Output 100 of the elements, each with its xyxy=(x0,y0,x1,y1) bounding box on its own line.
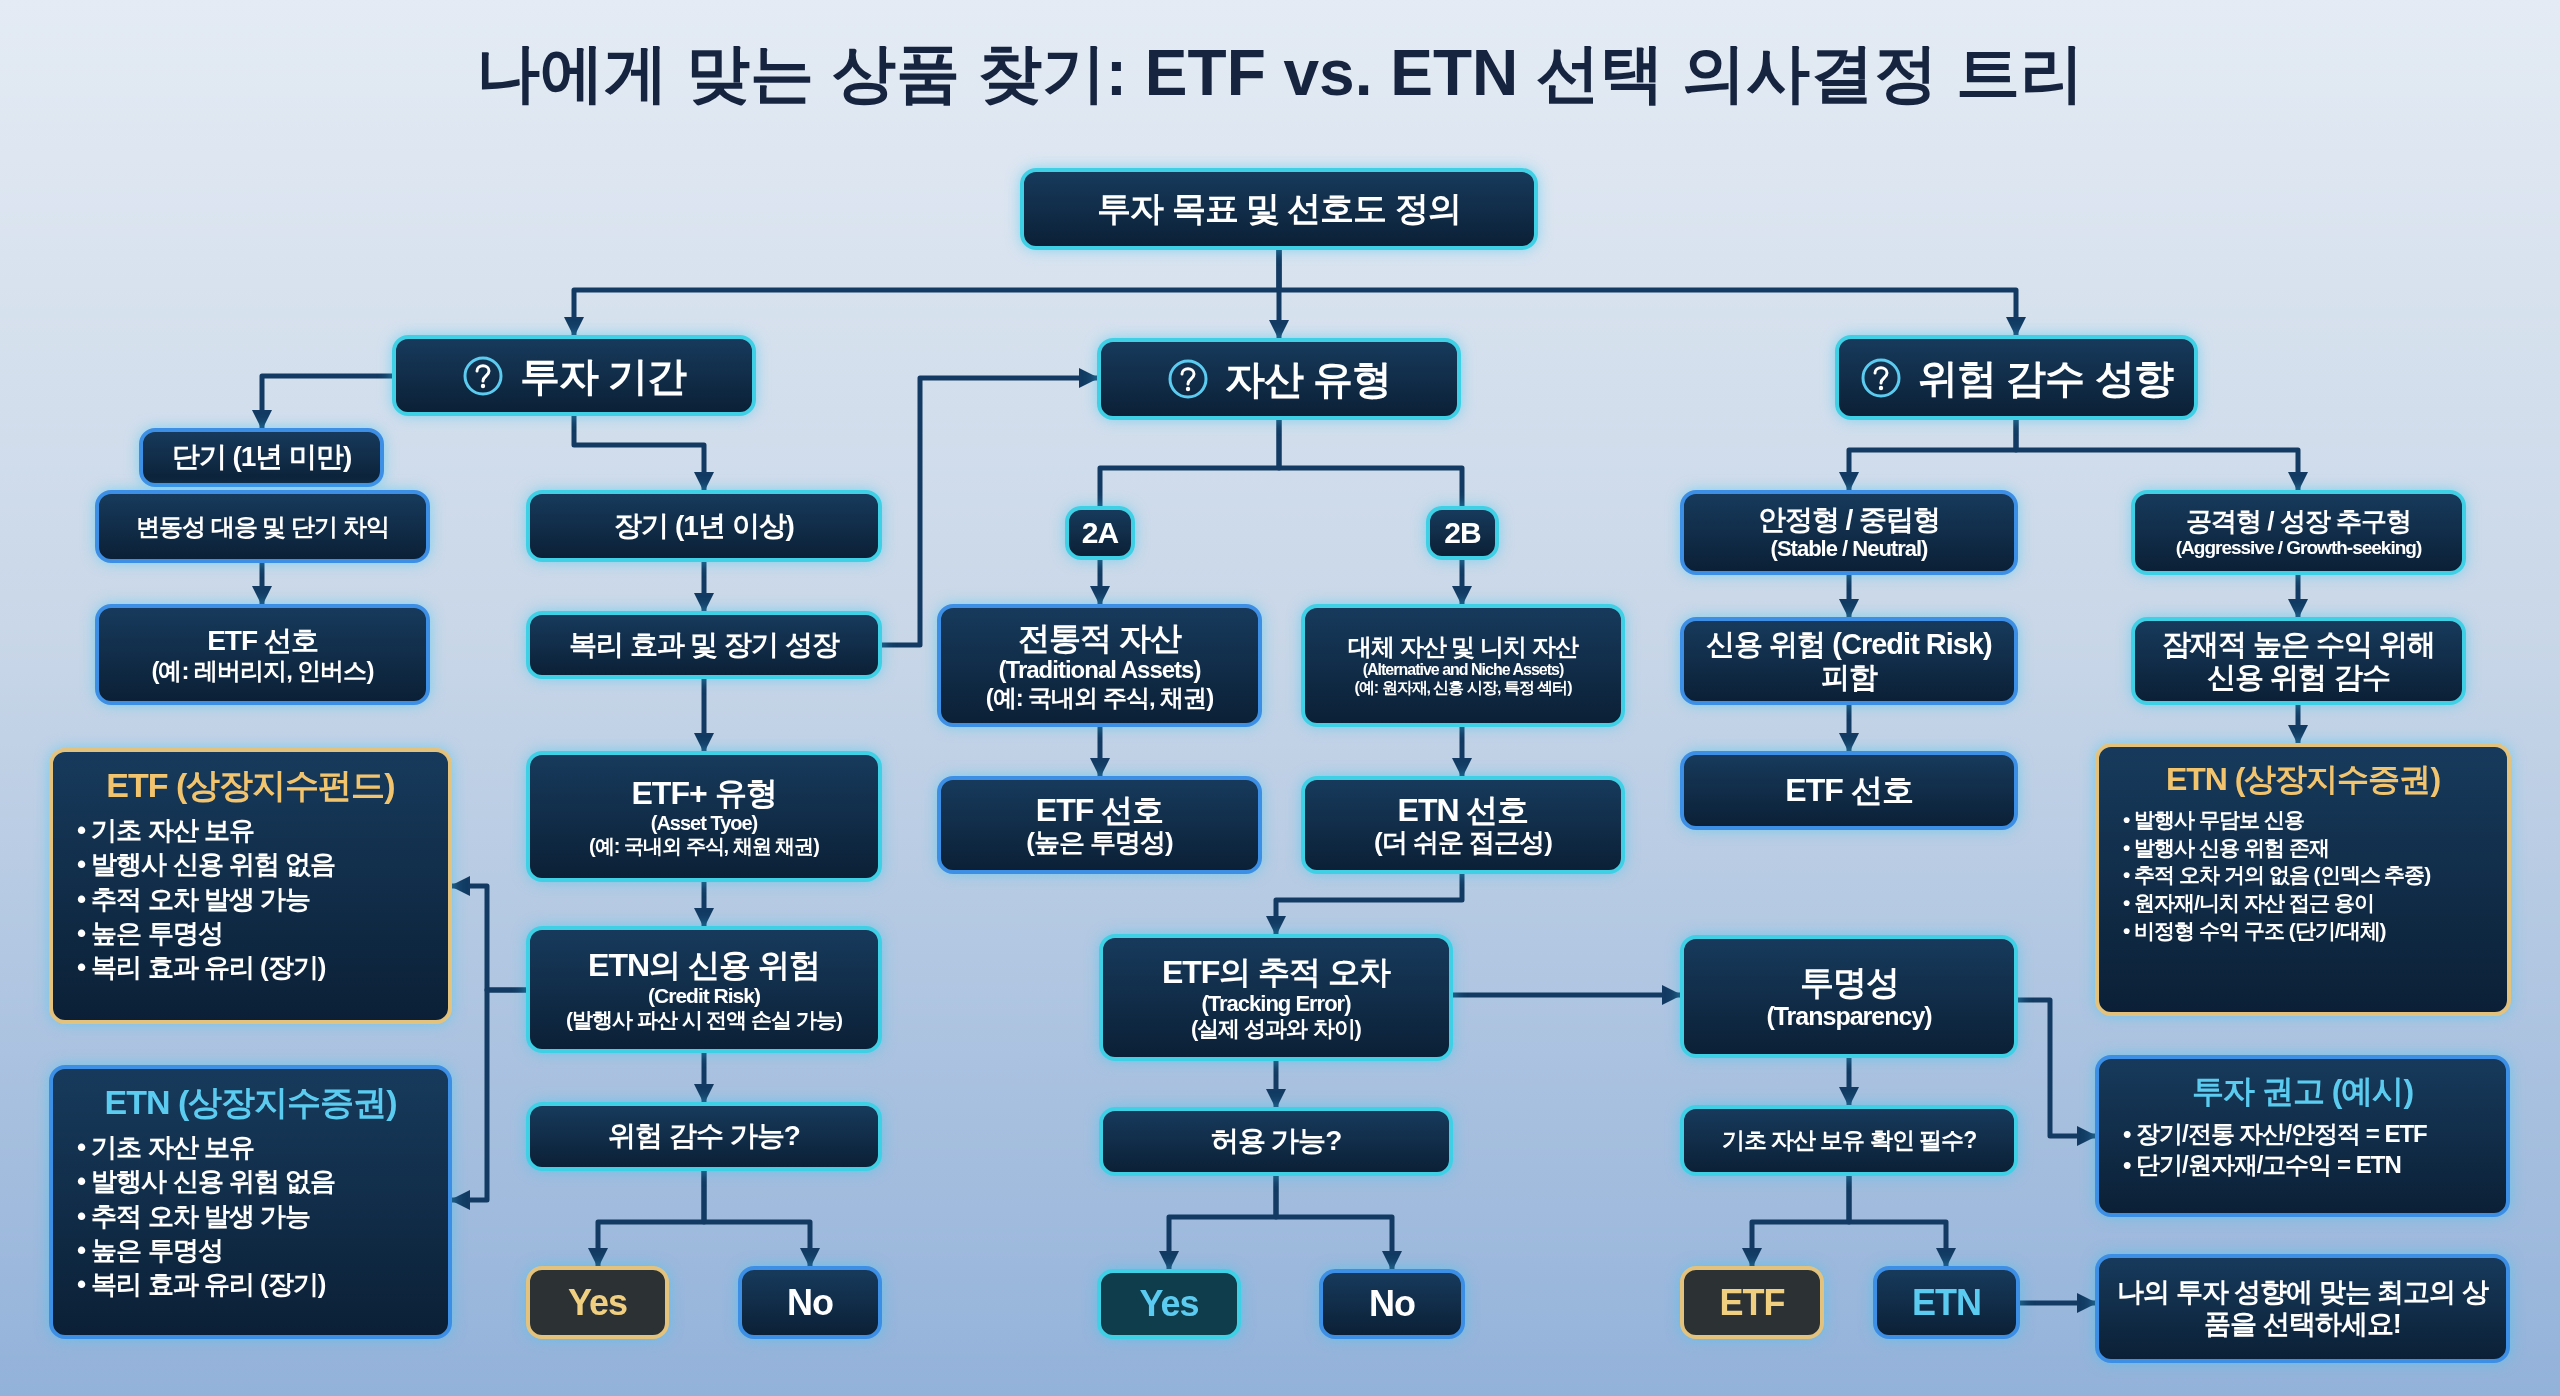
question-box xyxy=(1835,335,2198,420)
arrow xyxy=(694,882,714,928)
box-label: ETN 선호 xyxy=(1396,791,1530,829)
box-label: ETF+ 유형 xyxy=(630,775,778,812)
connector-line xyxy=(1276,420,1465,506)
box-subtitle: (Credit Risk) xyxy=(647,983,761,1008)
arrow xyxy=(1839,705,1859,753)
arrow xyxy=(1273,1176,1402,1271)
arrow xyxy=(2018,997,2097,1146)
question-box xyxy=(1097,338,1461,420)
answer-label: No xyxy=(786,1281,834,1324)
card-heading: ETN (상장지수증권) xyxy=(2165,761,2441,798)
arrow xyxy=(1090,560,1110,606)
box-subtitle: (예: 레버리지, 인버스) xyxy=(150,656,375,685)
process-box xyxy=(1680,935,2018,1058)
process-box xyxy=(1301,604,1625,727)
box-label: 변동성 대응 및 단기 차익 xyxy=(135,512,390,541)
box-label: ETF 선호 xyxy=(206,624,319,657)
box-label: ETF의 추적 오차 xyxy=(1160,953,1392,991)
box-subtitle: (예: 국내외 주식, 채원 채권) xyxy=(588,834,820,858)
box-subtitle: (Transparency) xyxy=(1765,1001,1933,1031)
arrow xyxy=(1452,560,1472,606)
box-label: 위험 감수 가능? xyxy=(607,1120,801,1153)
box-subtitle: (더 쉬운 접근성) xyxy=(1373,828,1553,859)
arrow xyxy=(252,563,272,606)
answer-label: Yes xyxy=(1138,1283,1200,1325)
box-label: 투명성 xyxy=(1798,962,1900,1002)
box-subtitle: (높은 투명성) xyxy=(1025,828,1174,859)
box-label: 복리 효과 및 장기 성장 xyxy=(567,628,841,662)
box-subtitle: (Stable / Neutral) xyxy=(1769,535,1929,562)
answer-box xyxy=(1680,1266,1824,1339)
box-label: 2A xyxy=(1080,515,1120,551)
info-card xyxy=(49,748,452,1024)
process-box xyxy=(139,428,384,487)
card-heading: ETF (상장지수펀드) xyxy=(106,766,395,806)
arrow xyxy=(2013,420,2308,492)
arrow xyxy=(2288,575,2308,619)
arrow xyxy=(1839,1058,1859,1107)
answer-label: Yes xyxy=(566,1281,629,1324)
process-box xyxy=(526,926,882,1053)
process-box xyxy=(937,776,1262,874)
process-box xyxy=(95,604,430,705)
arrow xyxy=(701,1171,820,1268)
process-box xyxy=(1301,776,1625,874)
bullet-item: • 높은 투명성 xyxy=(77,1234,224,1268)
process-box xyxy=(1020,168,1538,250)
bullet-item: • 복리 효과 유리 (장기) xyxy=(77,1268,327,1302)
box-label: 나의 투자 성향에 맞는 최고의 상품을 선택하세요! xyxy=(2116,1277,2490,1340)
answer-box xyxy=(1873,1266,2020,1339)
box-label: 전통적 자산 xyxy=(1017,619,1183,657)
process-box xyxy=(1680,490,2018,575)
process-box xyxy=(2131,490,2466,575)
bullet-item: • 복리 효과 유리 (장기) xyxy=(77,951,327,985)
box-subtitle: (Alternative and Niche Assets) xyxy=(1361,660,1565,680)
info-card xyxy=(2095,743,2511,1016)
bullet-item: • 단기/원자재/고수익 = ETN xyxy=(2123,1150,2402,1181)
bullet-item: • 비정형 수익 구조 (단기/대체) xyxy=(2123,917,2387,944)
info-card xyxy=(49,1065,452,1339)
question-label: 위험 감수 성향 xyxy=(1918,354,2173,401)
box-subtitle: (예: 국내외 주식, 채권) xyxy=(984,683,1215,712)
arrow xyxy=(1266,874,1465,936)
card-heading: ETN (상장지수증권) xyxy=(104,1083,397,1123)
arrow xyxy=(450,987,526,1210)
box-label: 공격형 / 성장 추구형 xyxy=(2185,506,2412,537)
process-box xyxy=(526,490,882,562)
answer-box xyxy=(1097,1269,1241,1339)
process-box xyxy=(1099,1107,1453,1176)
box-label: ETF 선호 xyxy=(1034,791,1165,829)
bullet-item: • 발행사 신용 위험 없음 xyxy=(77,1165,335,1199)
box-label: 대체 자산 및 니치 자산 xyxy=(1347,633,1580,661)
process-box xyxy=(1426,506,1499,560)
box-label: ETN의 신용 위험 xyxy=(587,946,821,984)
answer-label: ETN xyxy=(1911,1281,1982,1324)
arrow xyxy=(1453,985,1682,1005)
info-card xyxy=(2095,1055,2510,1217)
box-label: 단기 (1년 미만) xyxy=(170,441,353,474)
process-box xyxy=(1065,506,1135,560)
box-label: 투자 목표 및 선호도 정의 xyxy=(1096,189,1462,229)
answer-label: ETF xyxy=(1718,1281,1786,1324)
box-label: 신용 위험 (Credit Risk) 피함 xyxy=(1705,627,1993,695)
arrow xyxy=(252,373,392,430)
box-label: 허용 가능? xyxy=(1209,1125,1343,1158)
process-box xyxy=(1099,934,1453,1061)
question-label: 자산 유형 xyxy=(1224,356,1392,402)
arrow xyxy=(1276,250,2026,337)
bullet-item: • 기초 자산 보유 xyxy=(77,814,255,848)
bullet-item: • 기초 자산 보유 xyxy=(77,1131,255,1165)
title: 나에게 맞는 상품 찾기: ETF vs. ETN 선택 의사결정 트리 xyxy=(476,37,2084,109)
process-box xyxy=(1680,1105,2018,1176)
process-box xyxy=(2131,617,2466,705)
box-subtitle: (Tracking Error) xyxy=(1200,990,1352,1016)
arrow xyxy=(571,416,714,492)
bullet-item: • 추적 오차 발생 가능 xyxy=(77,882,311,916)
arrow xyxy=(1839,575,1859,619)
process-box xyxy=(1680,617,2018,705)
bullet-item: • 장기/전통 자산/안정적 = ETF xyxy=(2123,1118,2427,1149)
arrow xyxy=(1846,1176,1956,1268)
box-subtitle: (발행사 파산 시 전액 손실 가능) xyxy=(564,1007,844,1033)
process-box xyxy=(2095,1254,2510,1363)
answer-box xyxy=(738,1266,882,1339)
